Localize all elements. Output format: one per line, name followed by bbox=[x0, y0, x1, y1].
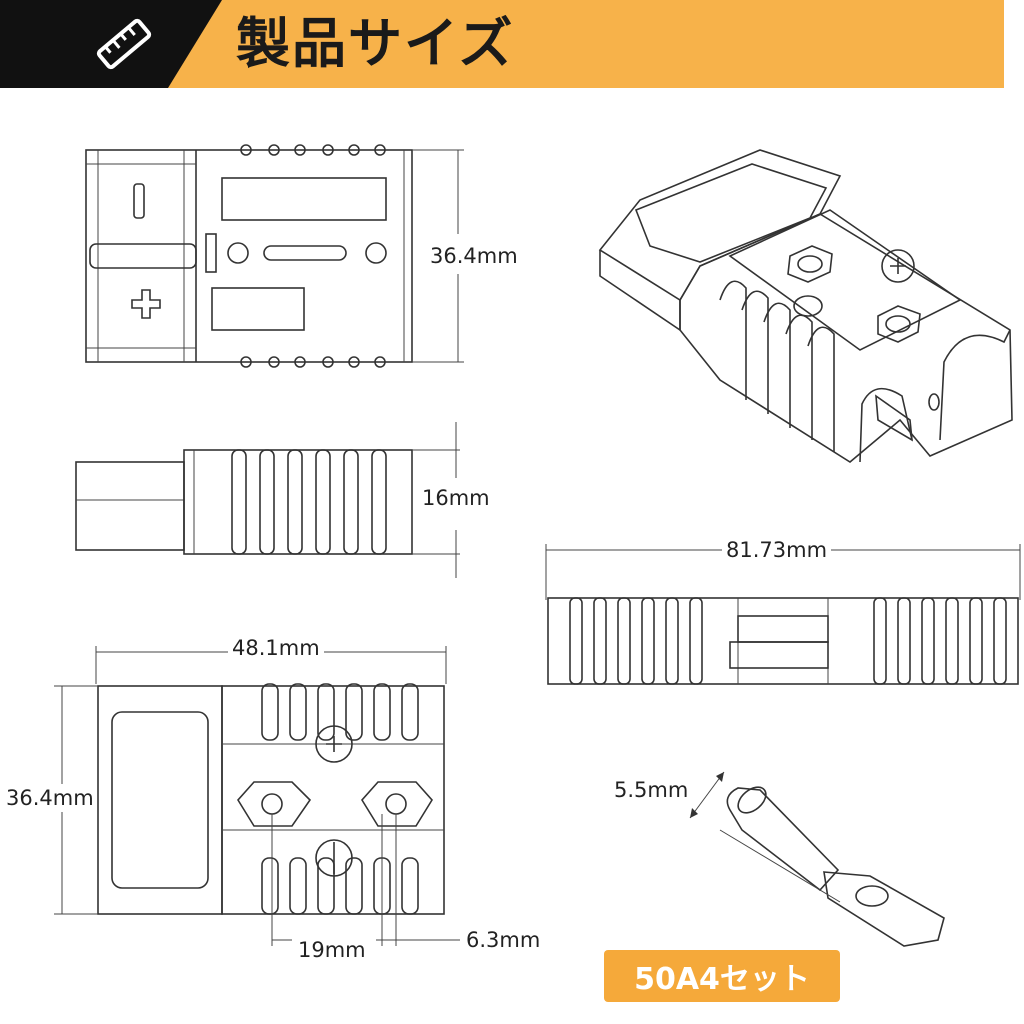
terminal-drawing bbox=[689, 771, 945, 947]
side-view-height-label: 16mm bbox=[422, 486, 490, 510]
side-view-drawing bbox=[75, 422, 460, 578]
bottom-view-height-label: 36.4mm bbox=[6, 786, 94, 810]
page-title: 製品サイズ bbox=[236, 12, 515, 75]
terminal-diameter-label: 5.5mm bbox=[614, 778, 689, 802]
bottom-view-drawing bbox=[54, 646, 460, 946]
terminal-pitch-label: 19mm bbox=[298, 938, 366, 962]
bottom-view-width-label: 48.1mm bbox=[228, 636, 324, 660]
header-banner: 製品サイズ bbox=[0, 0, 1024, 88]
top-view-drawing bbox=[85, 144, 464, 368]
set-badge: 50A4セット bbox=[604, 950, 840, 1002]
length-label: 81.73mm bbox=[722, 538, 832, 562]
length-view-drawing bbox=[545, 544, 1021, 685]
isometric-connector-drawing bbox=[598, 149, 1013, 463]
ruler-icon bbox=[96, 18, 152, 70]
top-view-height-label: 36.4mm bbox=[430, 244, 518, 268]
banner-shape bbox=[0, 0, 1004, 88]
terminal-hole-label: 6.3mm bbox=[466, 928, 541, 952]
